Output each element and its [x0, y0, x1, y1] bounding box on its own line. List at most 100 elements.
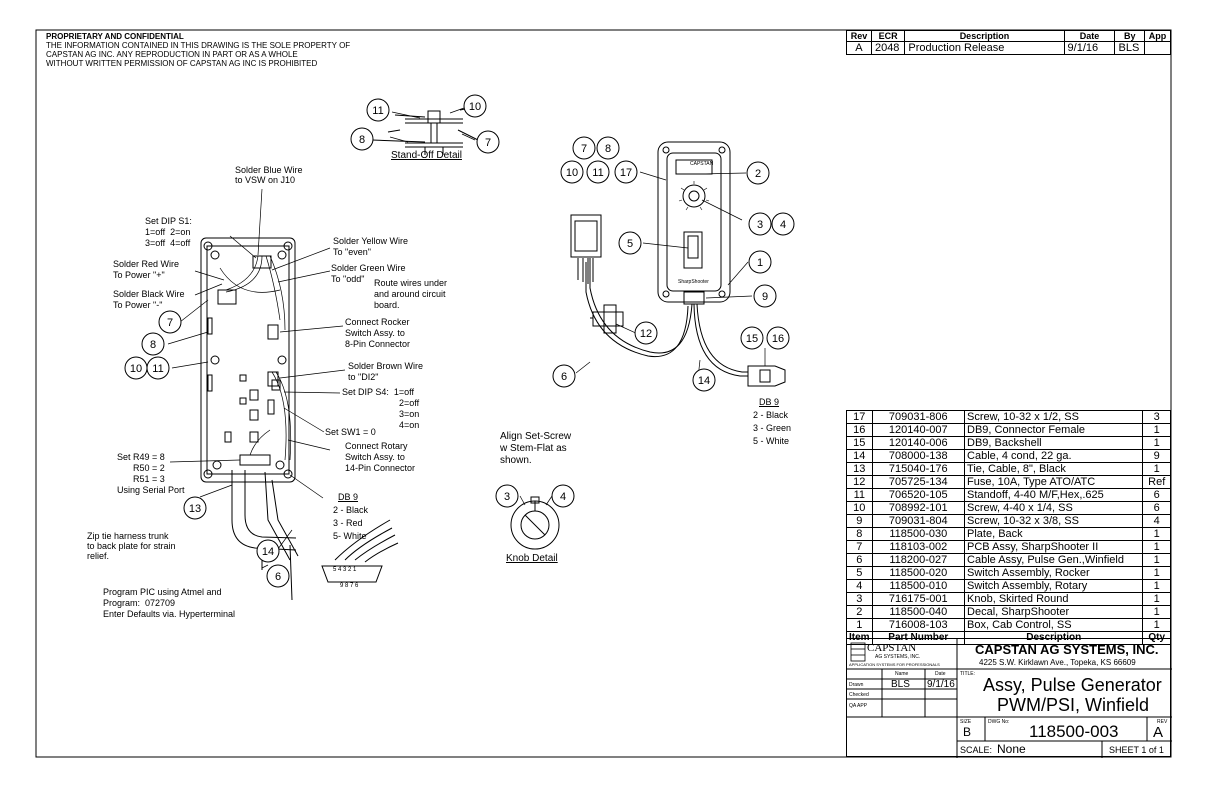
bom-part-number-cell: 709031-804 [871, 514, 966, 528]
company-address: 4225 S.W. Kirklawn Ave., Topeka, KS 6660… [979, 658, 1136, 667]
balloon-circle [183, 496, 207, 520]
balloon-number: 6 [561, 371, 567, 383]
bom-qty-cell: 1 [1142, 618, 1171, 632]
bom-item-cell: 15 [846, 436, 873, 450]
bom-qty-cell: 1 [1142, 462, 1171, 476]
note-set-r: Using Serial Port [117, 485, 185, 495]
balloon-number: 11 [592, 167, 603, 179]
balloon: 6 [552, 364, 576, 388]
bom-part-number-cell: 708992-101 [871, 501, 966, 515]
balloon-number: 10 [566, 167, 578, 179]
bom-part-number-cell: 716175-001 [871, 592, 966, 606]
title-block-lines [847, 639, 1172, 758]
note-dip-s1: Set DIP S1: [145, 216, 192, 226]
bom-part-number-cell: 708000-138 [871, 449, 966, 463]
note-route-wires: board. [374, 300, 400, 310]
bom-qty-cell: 1 [1142, 527, 1171, 541]
note-dip-s4: Set DIP S4: 1=off [342, 387, 414, 397]
bom-qty-cell: 1 [1142, 540, 1171, 554]
date-cell: 9/1/16 [1063, 41, 1116, 55]
bom-part-number-cell: 118103-002 [871, 540, 966, 554]
date-header: Date [1063, 30, 1116, 42]
balloon-circle [746, 161, 770, 185]
note-zip-tie: Zip tie harness trunk [87, 531, 169, 541]
balloon: 8 [141, 332, 165, 356]
title-label: TITLE: [960, 671, 976, 677]
logo-tagline: APPLICATION SYSTEMS FOR PROFESSIONALS [849, 662, 940, 667]
note-zip-tie: to back plate for strain [87, 541, 176, 551]
bom-part-number-cell: 705725-134 [871, 475, 966, 489]
balloon: 10 [463, 94, 487, 118]
revision-header-row: Rev ECR Description Date By App [846, 30, 1172, 42]
balloon-number: 15 [746, 333, 758, 345]
note-route-wires: Route wires under [374, 278, 448, 288]
note-set-r: R51 = 3 [133, 474, 165, 484]
note-solder-brown: Solder Brown Wire [348, 361, 424, 371]
bom-item-cell: 14 [846, 449, 873, 463]
bom-description-cell: Screw, 10-32 x 1/2, SS [964, 410, 1144, 424]
bom-description-cell: Decal, SharpShooter [964, 605, 1144, 619]
note-program: Program: 072709 [103, 598, 176, 608]
sheet-number: SHEET 1 of 1 [1109, 745, 1164, 755]
bom-part-number-cell: 715040-176 [871, 462, 966, 476]
drawn-date: 9/1/16 [927, 679, 955, 690]
bom-item-cell: 4 [846, 579, 873, 593]
balloon-circle [614, 160, 638, 184]
balloon: 11 [366, 98, 390, 122]
balloon-circle [586, 160, 610, 184]
balloon: 13 [183, 496, 207, 520]
drawing-title-line2: PWM/PSI, Winfield [997, 695, 1150, 715]
balloon: 11 [586, 160, 610, 184]
note-solder-blue: Solder Blue Wire [235, 165, 303, 175]
drawn-name: BLS [891, 679, 910, 690]
bom-item-cell: 3 [846, 592, 873, 606]
balloon-number: 17 [620, 167, 632, 179]
note-connect-rocker: Switch Assy. to [345, 328, 405, 338]
bom-part-number-cell: 118500-030 [871, 527, 966, 541]
bom-description-cell: Box, Cab Control, SS [964, 618, 1144, 632]
balloon: 8 [596, 136, 620, 160]
note-solder-red: Solder Red Wire [113, 259, 180, 269]
note-connect-rotary: Connect Rotary [345, 441, 408, 451]
bom-qty-cell: 1 [1142, 579, 1171, 593]
dwg-no-label: DWG No: [988, 719, 1010, 725]
note-dip-s1: 1=off 2=on [145, 227, 191, 237]
bom-description-cell: DB9, Connector Female [964, 423, 1144, 437]
db9-right-pin: 5 - White [753, 436, 790, 446]
size-value: B [963, 725, 972, 739]
note-solder-black: To Power "-" [113, 300, 163, 310]
description-header: Description [904, 30, 1065, 42]
balloon: 12 [634, 321, 658, 345]
bom-part-number-cell: 709031-806 [871, 410, 966, 424]
bom-description-cell: Cable, 4 cond, 22 ga. [964, 449, 1144, 463]
balloon-circle [634, 321, 658, 345]
standoff-detail-drawing [371, 107, 479, 155]
db9-right-pin: 2 - Black [753, 410, 789, 420]
decal-brand-text: CAPSTAN [690, 161, 714, 167]
balloon-circle [350, 127, 374, 151]
note-sw1: Set SW1 = 0 [325, 427, 376, 437]
ecr-header: ECR [870, 30, 906, 42]
logo-text: CAPSTAN [867, 642, 917, 654]
pcb-wiring [219, 255, 292, 461]
sheet-border [35, 29, 1172, 758]
balloon: 16 [766, 326, 790, 350]
balloon-number: 5 [627, 238, 633, 250]
note-set-r: Set R49 = 8 [117, 452, 165, 462]
bom-description-cell: Knob, Skirted Round [964, 592, 1144, 606]
qa-label: QA APP [849, 703, 868, 709]
balloon-circle [463, 94, 487, 118]
bom-part-number-cell: 118500-020 [871, 566, 966, 580]
bom-item-cell: 17 [846, 410, 873, 424]
balloon-circle [771, 212, 795, 236]
balloon-number: 10 [469, 101, 481, 113]
